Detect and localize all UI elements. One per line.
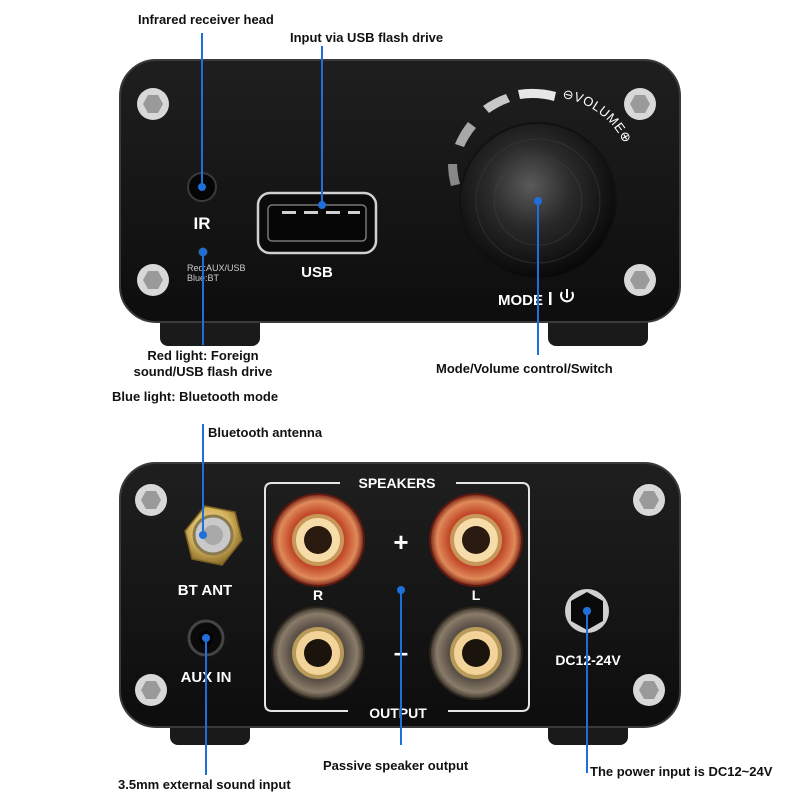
leader-dot xyxy=(199,248,207,256)
screw-icon xyxy=(633,484,665,516)
speaker-terminal-l-plus[interactable] xyxy=(429,493,523,587)
leader-dot xyxy=(318,201,326,209)
screw-icon xyxy=(633,674,665,706)
speaker-terminal-r-minus[interactable] xyxy=(271,606,365,700)
callout-infrared: Infrared receiver head xyxy=(138,12,274,27)
callout-blue-light: Blue light: Bluetooth mode xyxy=(112,389,279,404)
mode-label: MODE xyxy=(498,292,543,309)
leader-lines xyxy=(198,33,591,775)
bt-antenna-pin xyxy=(203,525,223,545)
power-icon xyxy=(560,289,574,303)
usb-port-inner xyxy=(267,204,367,242)
screw-icon xyxy=(135,674,167,706)
dc-label: DC12-24V xyxy=(555,652,621,668)
ir-label: IR xyxy=(194,214,211,233)
leader-dot xyxy=(583,607,591,615)
screw-icon xyxy=(624,264,656,296)
callout-speaker-output: Passive speaker output xyxy=(323,758,469,773)
volume-arc xyxy=(448,88,556,186)
mode-separator xyxy=(549,292,552,305)
callout-red-light-line2: sound/USB flash drive xyxy=(133,364,273,379)
callout-aux-input: 3.5mm external sound input xyxy=(118,777,291,792)
callout-red-light-line1: Red light: Foreign xyxy=(147,348,259,363)
screw-icon xyxy=(137,88,169,120)
leader-dot xyxy=(397,586,405,594)
speaker-terminal-l-minus[interactable] xyxy=(429,606,523,700)
speaker-terminal-r-plus[interactable] xyxy=(271,493,365,587)
output-label: OUTPUT xyxy=(369,705,427,721)
led-legend-line1: Red:AUX/USB xyxy=(187,263,246,273)
screw-icon xyxy=(624,88,656,120)
screw-icon xyxy=(137,264,169,296)
leader-dot xyxy=(198,183,206,191)
callout-power-input: The power input is DC12~24V xyxy=(590,764,773,779)
leader-dot xyxy=(199,531,207,539)
callout-red-light: Red light: Foreign sound/USB flash drive xyxy=(118,348,288,380)
leader-dot xyxy=(202,634,210,642)
speakers-frame xyxy=(264,482,530,712)
callout-usb-input: Input via USB flash drive xyxy=(290,30,444,45)
callout-mode-volume: Mode/Volume control/Switch xyxy=(436,361,613,376)
screw-icon xyxy=(135,484,167,516)
usb-label: USB xyxy=(301,264,333,281)
usb-contacts xyxy=(282,211,360,214)
speakers-label: SPEAKERS xyxy=(358,475,435,491)
bt-ant-label: BT ANT xyxy=(178,582,232,599)
callout-bt-antenna: Bluetooth antenna xyxy=(208,425,323,440)
leader-dot xyxy=(534,197,542,205)
left-channel-label: L xyxy=(472,587,481,603)
right-channel-label: R xyxy=(313,587,323,603)
front-panel: IR Red:AUX/USB Blue:BT USB ⊖VOLUME⊕ MODE xyxy=(119,59,681,346)
plus-sign: + xyxy=(393,527,408,557)
